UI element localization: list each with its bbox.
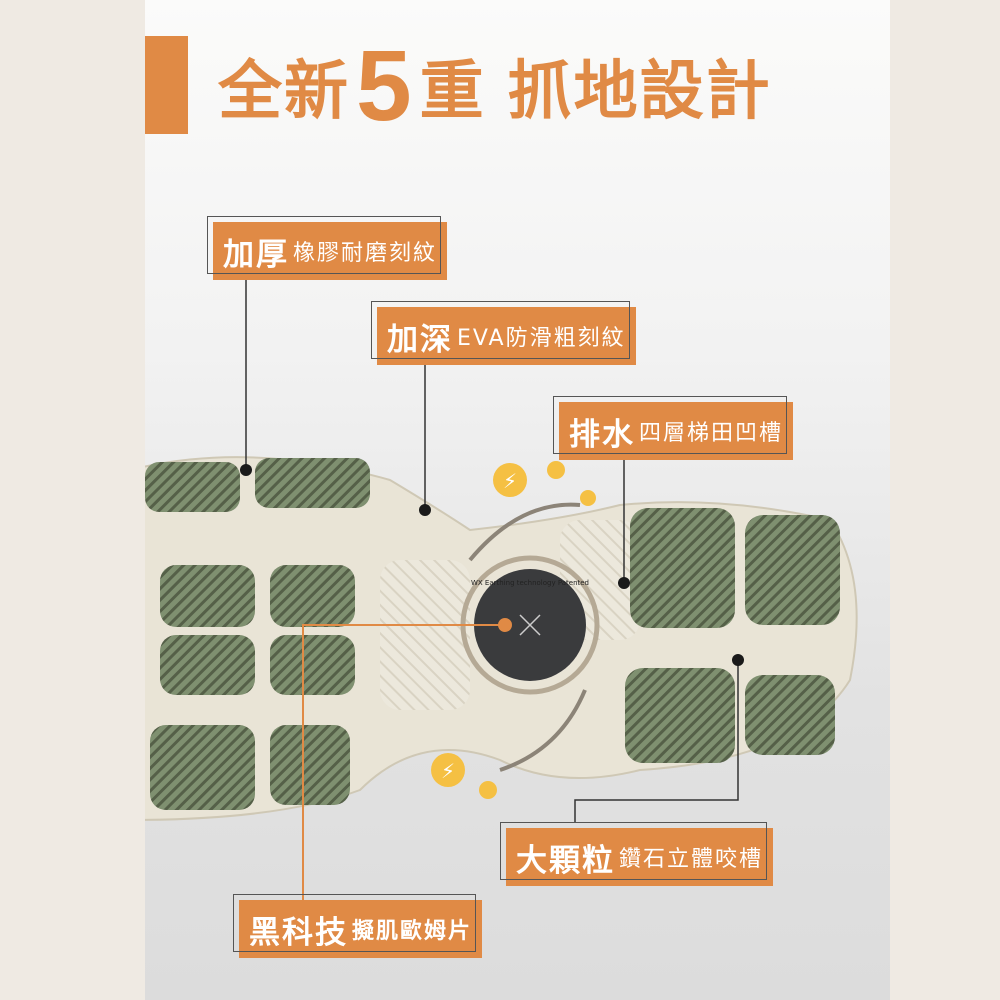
label-sub: 橡膠耐磨刻紋 bbox=[293, 241, 438, 266]
lightning-icon bbox=[493, 463, 527, 497]
lightning-icon bbox=[547, 461, 565, 479]
title-prefix: 全新 bbox=[218, 55, 350, 129]
label-bold: 排水 bbox=[569, 416, 635, 453]
lightning-icon bbox=[431, 753, 465, 787]
page-title: 全新 5 重 抓地設計 bbox=[218, 30, 772, 142]
label-ohm-disc: 黑科技擬肌歐姆片 bbox=[232, 894, 483, 958]
label-drainage: 排水四層梯田凹槽 bbox=[552, 396, 794, 460]
title-rest: 抓地設計 bbox=[507, 55, 772, 129]
svg-text:⚡: ⚡ bbox=[503, 469, 517, 493]
svg-text:⚡: ⚡ bbox=[441, 759, 455, 783]
lightning-icon bbox=[580, 490, 596, 506]
label-sub: 鑽石立體咬槽 bbox=[619, 847, 764, 872]
arrow-down bbox=[499, 689, 587, 772]
label-sub: EVA防滑粗刻紋 bbox=[457, 326, 626, 351]
title-suffix: 重 bbox=[419, 55, 486, 129]
callout-lines bbox=[245, 280, 739, 822]
heel-tread-blocks bbox=[145, 458, 370, 810]
label-bold: 加厚 bbox=[223, 236, 289, 273]
disc-engraving: WX Earthing technology Patented bbox=[471, 579, 589, 587]
label-bold: 黑科技 bbox=[249, 914, 348, 951]
title-number: 5 bbox=[356, 29, 414, 142]
label-diamond-grip: 大顆粒鑽石立體咬槽 bbox=[499, 822, 774, 886]
title-accent-bar bbox=[145, 36, 188, 134]
forefoot-tread-blocks bbox=[625, 508, 840, 763]
label-sub: 擬肌歐姆片 bbox=[352, 919, 473, 944]
arrow-up bbox=[468, 502, 581, 562]
label-thick-rubber: 加厚橡膠耐磨刻紋 bbox=[206, 216, 448, 280]
label-bold: 加深 bbox=[387, 321, 453, 358]
lightning-icon bbox=[479, 781, 497, 799]
label-bold: 大顆粒 bbox=[516, 842, 615, 879]
label-sub: 四層梯田凹槽 bbox=[639, 421, 784, 446]
